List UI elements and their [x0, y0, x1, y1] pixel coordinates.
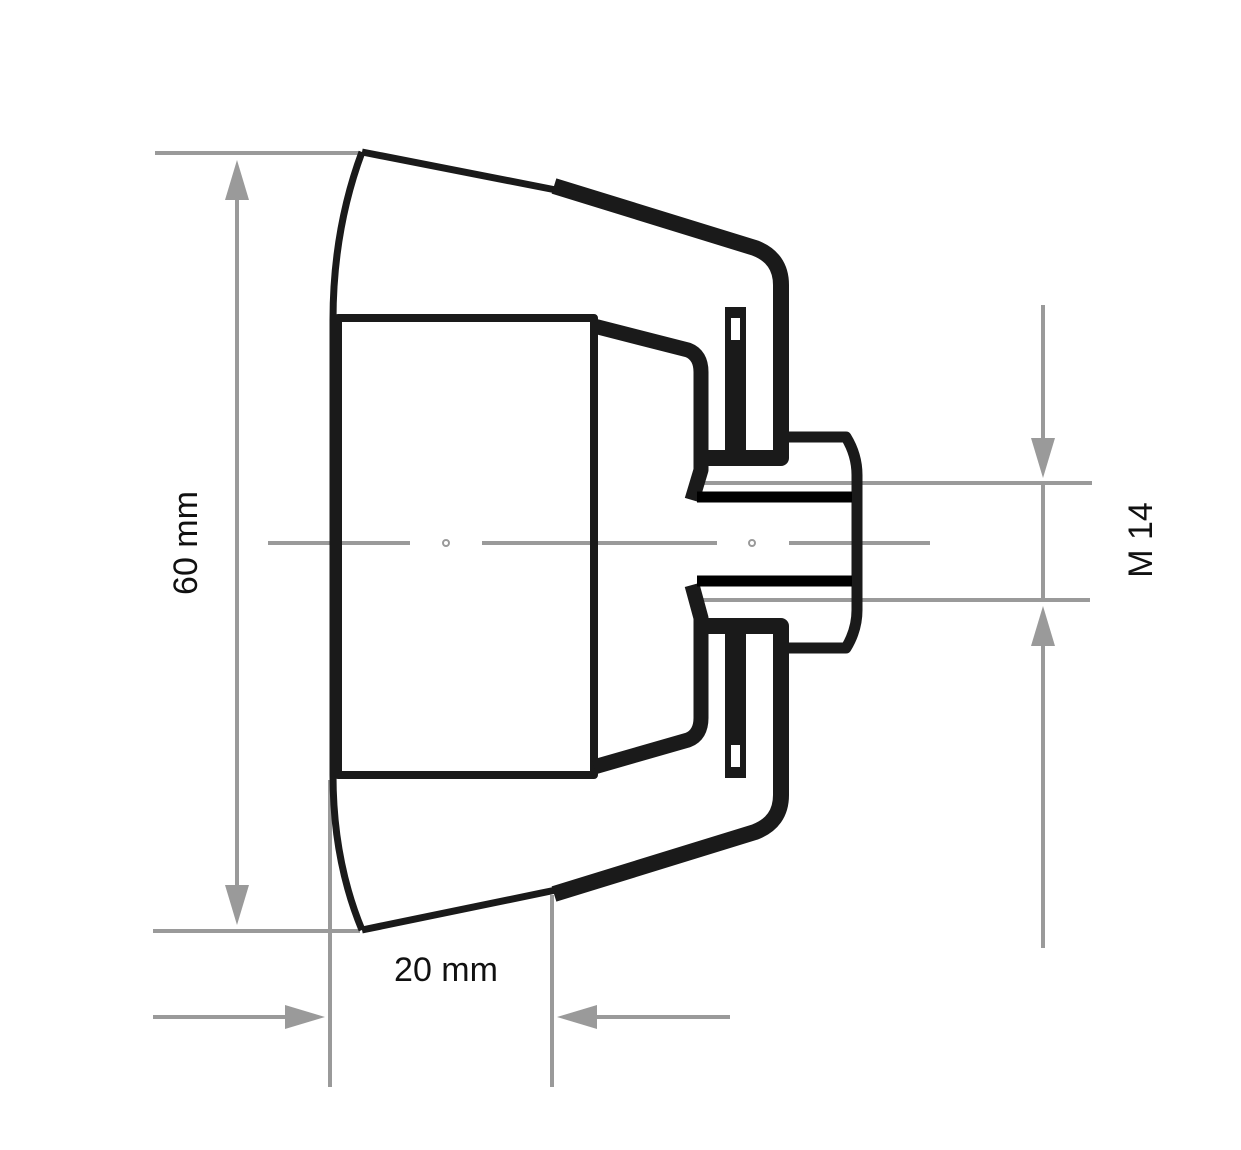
height-label: 20 mm: [394, 951, 498, 989]
dimension-lines: [153, 151, 1092, 1087]
diameter-label: 60 mm: [167, 491, 205, 595]
centerline: [268, 539, 930, 547]
thread-label: M 14: [1122, 502, 1160, 578]
cup-outline: [329, 148, 863, 934]
